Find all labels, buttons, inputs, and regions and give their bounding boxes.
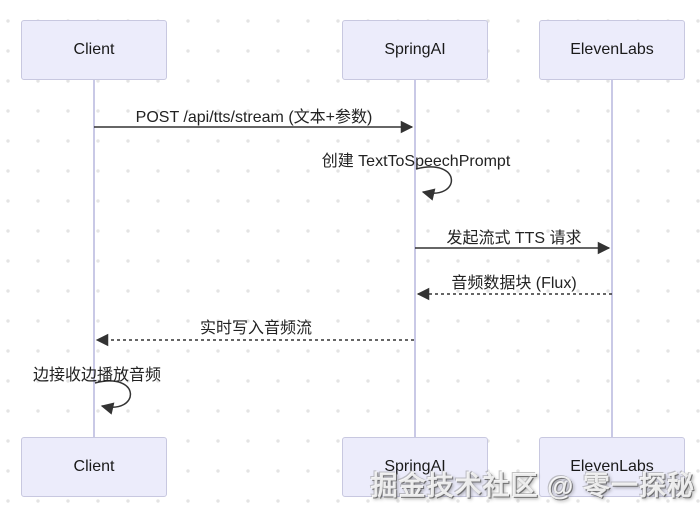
lifeline-client xyxy=(93,80,95,437)
message-label-audio-chunks-flux: 音频数据块 (Flux) xyxy=(451,275,577,292)
actor-label-elevenlabs: ElevenLabs xyxy=(570,41,654,58)
actor-label-springai: SpringAI xyxy=(384,458,446,475)
actor-label-elevenlabs: ElevenLabs xyxy=(570,458,654,475)
actor-box-elevenlabs-bottom: ElevenLabs xyxy=(539,437,685,497)
actor-box-elevenlabs-top: ElevenLabs xyxy=(539,20,685,80)
actor-box-springai-bottom: SpringAI xyxy=(342,437,488,497)
actor-label-springai: SpringAI xyxy=(384,41,446,58)
message-label-play-while-receiving: 边接收边播放音频 xyxy=(32,367,162,384)
actor-box-client-bottom: Client xyxy=(21,437,167,497)
message-label-realtime-write-audio-stream: 实时写入音频流 xyxy=(199,320,313,337)
message-label-create-texttospeechprompt: 创建 TextToSpeechPrompt xyxy=(321,153,511,170)
message-label-post-api-tts-stream: POST /api/tts/stream (文本+参数) xyxy=(135,109,373,126)
lifeline-springai xyxy=(414,80,416,437)
actor-label-client: Client xyxy=(73,41,115,58)
self-loop-arrow-create-prompt xyxy=(415,166,453,201)
self-loop-arrow-play-while-receiving xyxy=(94,380,132,415)
actor-box-client-top: Client xyxy=(21,20,167,80)
message-label-start-streaming-tts: 发起流式 TTS 请求 xyxy=(446,230,582,247)
lifeline-elevenlabs xyxy=(611,80,613,437)
actor-label-client: Client xyxy=(73,458,115,475)
actor-box-springai-top: SpringAI xyxy=(342,20,488,80)
